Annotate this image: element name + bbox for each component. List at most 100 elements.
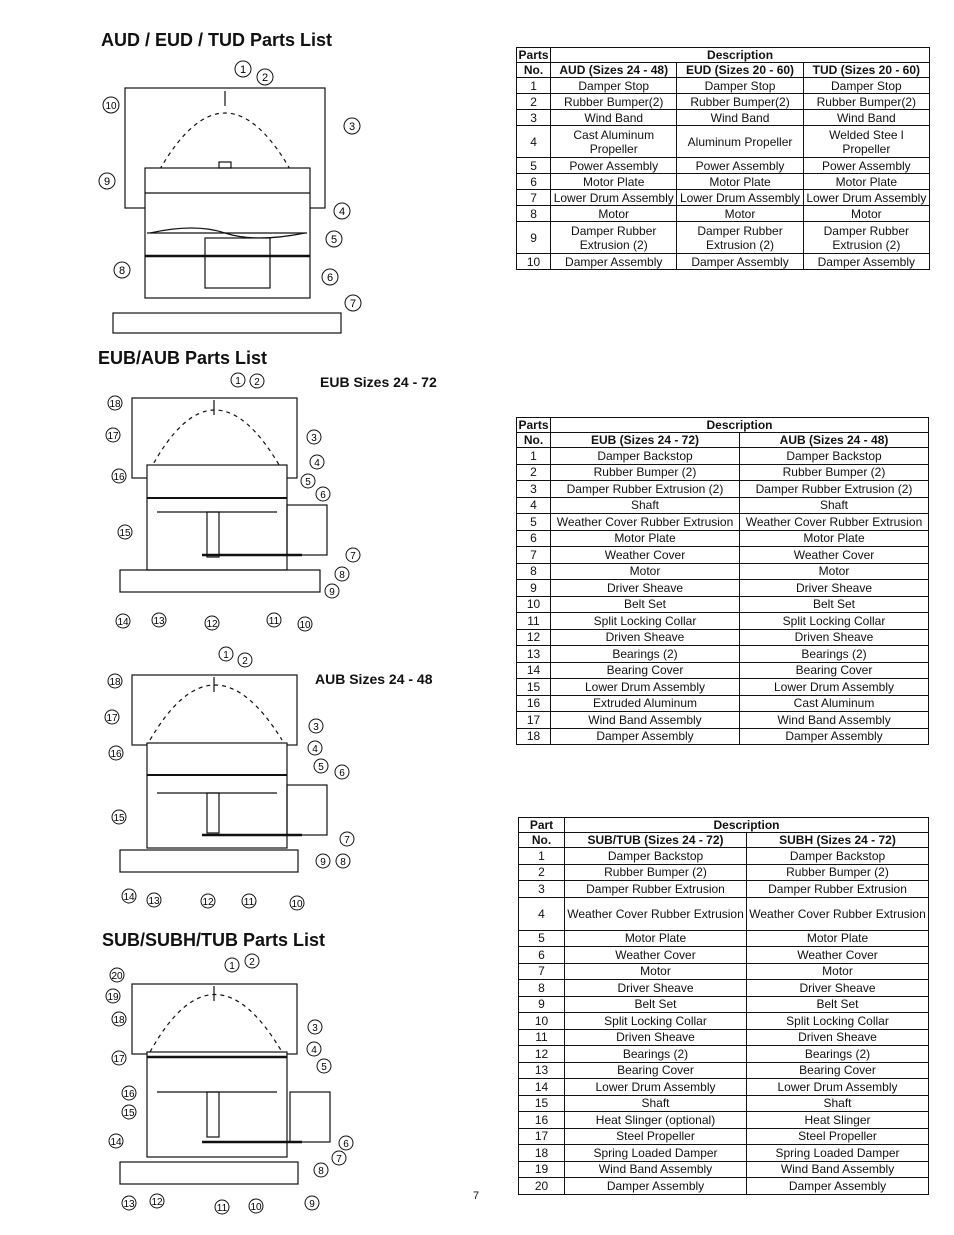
description-cell: Shaft: [738, 496, 930, 514]
svg-text:3: 3: [313, 722, 319, 733]
description-cell: Bearings (2): [738, 645, 930, 663]
description-cell: Lower Drum Assembly: [550, 189, 678, 206]
description-header: Description: [563, 817, 930, 833]
parts-header: Parts: [516, 417, 551, 433]
description-cell: Weather Cover: [745, 946, 930, 964]
callout-8: 8: [113, 261, 131, 279]
part-number-cell: 6: [516, 529, 551, 547]
description-cell: Spring Loaded Damper: [564, 1144, 747, 1162]
description-cell: Wind Band Assembly: [745, 1160, 930, 1178]
part-number-cell: 3: [516, 480, 551, 498]
svg-text:4: 4: [314, 458, 320, 469]
eub-column-header: EUB (Sizes 24 - 72): [550, 432, 740, 448]
callout-6: 6: [315, 486, 331, 502]
description-cell: Bearing Cover: [550, 661, 740, 679]
no-header: No.: [518, 832, 565, 848]
description-cell: Damper Assembly: [550, 253, 678, 270]
callout-1: 1: [234, 60, 252, 78]
callout-17: 17: [104, 709, 120, 725]
callout-15: 15: [117, 524, 133, 540]
callout-1: 1: [230, 372, 246, 388]
svg-text:2: 2: [249, 957, 255, 968]
description-cell: Driven Sheave: [550, 628, 740, 646]
callout-1: 1: [224, 957, 240, 973]
description-cell: Bearing Cover: [745, 1061, 930, 1079]
svg-text:15: 15: [113, 813, 125, 824]
description-cell: Damper Rubber Extrusion: [564, 880, 747, 898]
callout-8: 8: [334, 566, 350, 582]
description-cell: Driver Sheave: [550, 579, 740, 597]
eud-column-header: EUD (Sizes 20 - 60): [676, 62, 804, 78]
description-cell: Belt Set: [745, 995, 930, 1013]
svg-text:7: 7: [344, 835, 350, 846]
description-cell: Lower Drum Assembly: [676, 189, 804, 206]
svg-text:7: 7: [350, 298, 356, 310]
aub-sizes-label: AUB Sizes 24 - 48: [315, 671, 433, 687]
svg-text:14: 14: [123, 892, 135, 903]
description-cell: Motor Plate: [550, 529, 740, 547]
callout-11: 11: [266, 612, 282, 628]
part-number-cell: 20: [518, 1177, 565, 1195]
description-cell: Rubber Bumper(2): [676, 93, 804, 110]
aud-callouts: 1 2 3 4 5 6 7 8 9 10: [98, 60, 362, 312]
eub-callouts: 1 2 3 4 5 6 7 8 9 10 11 12 13 14 15 16 1…: [105, 372, 361, 632]
subh-column-header: SUBH (Sizes 24 - 72): [745, 832, 930, 848]
description-cell: Wind Band: [802, 109, 931, 126]
callout-14: 14: [115, 613, 131, 629]
svg-text:8: 8: [339, 570, 345, 581]
description-cell: Motor Plate: [802, 173, 931, 190]
part-number-cell: 5: [518, 929, 565, 947]
eub-fan-diagram: 1 2 3 4 5 6 7 8 9 10 11 12 13 14 15 16 1…: [105, 372, 361, 632]
part-number-cell: 7: [515, 189, 552, 206]
description-cell: Aluminum Propeller: [676, 125, 804, 158]
callout-12: 12: [200, 893, 216, 909]
callout-5: 5: [300, 473, 316, 489]
description-cell: Bearing Cover: [738, 661, 930, 679]
callout-2: 2: [237, 652, 253, 668]
part-number-cell: 6: [515, 173, 552, 190]
svg-text:9: 9: [320, 857, 326, 868]
svg-text:18: 18: [109, 399, 121, 410]
callout-5: 5: [316, 1058, 332, 1074]
description-cell: Weather Cover: [564, 946, 747, 964]
description-cell: Extruded Aluminum: [550, 694, 740, 712]
callout-15: 15: [111, 809, 127, 825]
description-cell: Damper Backstop: [738, 447, 930, 465]
description-cell: Damper Backstop: [745, 847, 930, 865]
svg-text:5: 5: [331, 234, 337, 246]
svg-text:10: 10: [299, 620, 311, 631]
part-number-cell: 3: [515, 109, 552, 126]
callout-4: 4: [309, 454, 325, 470]
svg-text:5: 5: [321, 1062, 327, 1073]
description-cell: Motor: [738, 562, 930, 580]
callout-17: 17: [105, 427, 121, 443]
description-cell: Power Assembly: [802, 157, 931, 174]
callout-12: 12: [149, 1193, 165, 1209]
svg-text:1: 1: [229, 961, 235, 972]
callout-6: 6: [334, 764, 350, 780]
description-cell: Damper Assembly: [550, 727, 740, 745]
description-cell: Lower Drum Assembly: [564, 1078, 747, 1096]
part-number-cell: 18: [518, 1144, 565, 1162]
svg-text:7: 7: [336, 1154, 342, 1165]
description-cell: Rubber Bumper(2): [802, 93, 931, 110]
aud-fan-diagram: 1 2 3 4 5 6 7 8 9 10: [98, 60, 362, 334]
part-number-cell: 14: [518, 1078, 565, 1096]
svg-text:1: 1: [223, 650, 229, 661]
svg-text:10: 10: [291, 899, 303, 910]
part-number-cell: 1: [516, 447, 551, 465]
page-number: 7: [473, 1190, 480, 1202]
callout-9: 9: [98, 172, 116, 190]
part-number-cell: 5: [516, 513, 551, 531]
